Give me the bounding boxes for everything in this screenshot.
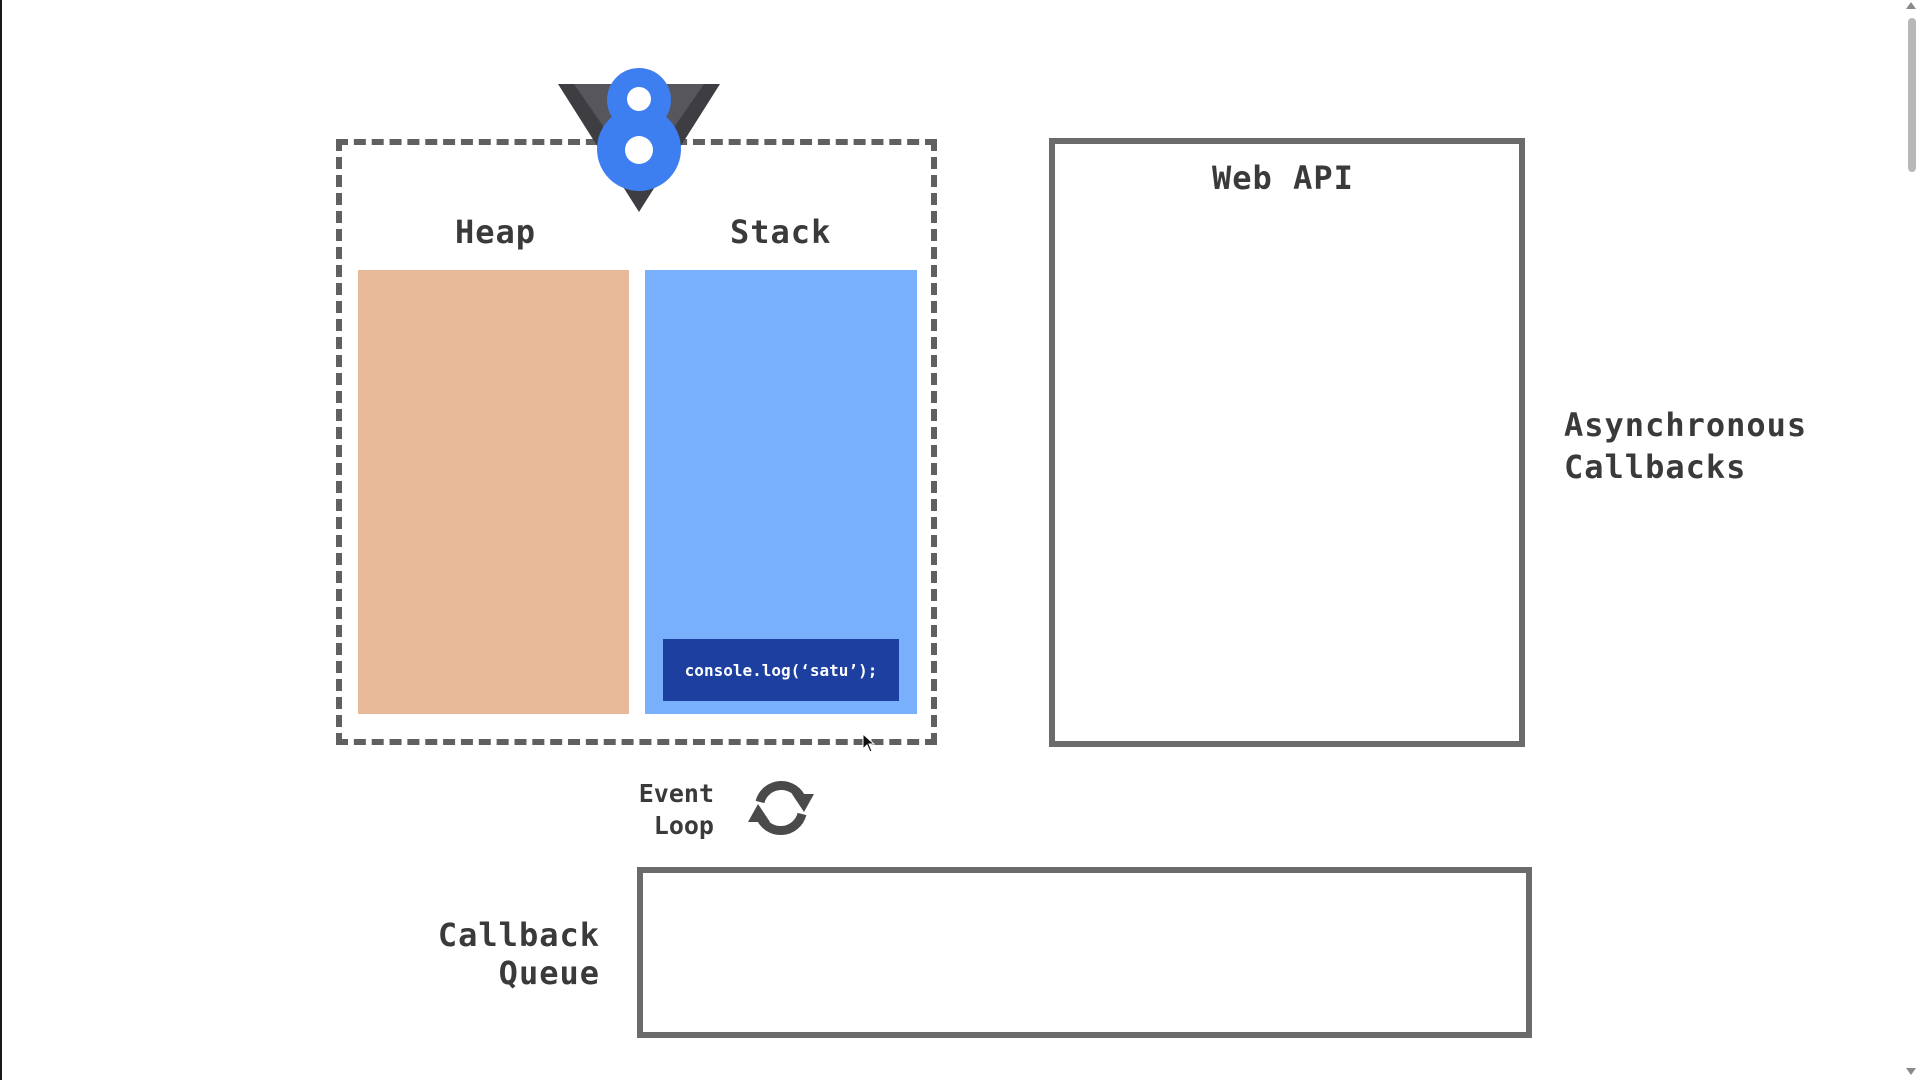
v8-logo-icon [558,68,720,212]
event-loop-line1: Event [638,779,714,808]
stack-title: Stack [730,213,832,251]
mouse-cursor-icon [862,733,876,753]
vertical-scrollbar[interactable] [1902,0,1920,1080]
event-loop-label: Event Loop [600,778,714,842]
callback-queue-box [637,867,1532,1038]
callback-queue-label: Callback Queue [400,916,600,992]
async-callbacks-line2: Callbacks [1564,448,1747,486]
refresh-icon [748,780,814,836]
web-api-title: Web API [1212,159,1354,197]
callback-queue-line2: Queue [498,954,600,992]
web-api-box [1049,138,1525,747]
scrollbar-thumb[interactable] [1908,18,1916,172]
callback-queue-line1: Callback [437,916,600,954]
scroll-down-arrow-icon[interactable] [1906,1068,1916,1075]
event-loop-line2: Loop [653,811,714,840]
stack-frame: console.log(‘satu’); [663,639,899,701]
heap-area [358,270,629,714]
async-callbacks-line1: Asynchronous [1564,406,1808,444]
left-edge-line [0,0,2,1080]
heap-title: Heap [455,213,537,251]
scroll-up-arrow-icon[interactable] [1906,2,1916,9]
async-callbacks-label: Asynchronous Callbacks [1564,404,1807,488]
